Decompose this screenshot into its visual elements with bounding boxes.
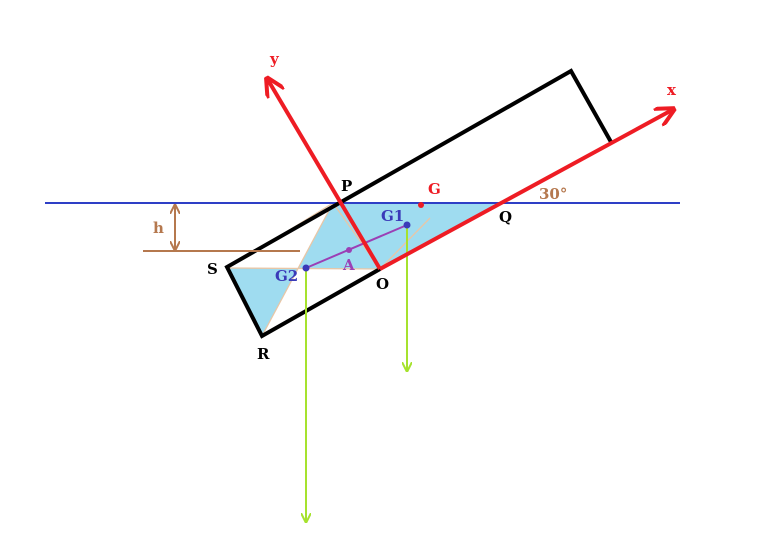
point-g (418, 202, 424, 208)
label-g2: G2 (275, 267, 298, 285)
label-angle: 30° (539, 185, 567, 203)
label-y-axis: y (269, 50, 280, 68)
label-q: Q (499, 208, 512, 226)
label-r: R (257, 345, 270, 363)
hull-outline (224, 68, 613, 339)
label-a: A (342, 256, 355, 274)
label-h: h (153, 219, 164, 237)
label-g1: G1 (381, 207, 404, 225)
label-g: G (428, 180, 441, 198)
x-axis (379, 110, 672, 271)
point-g1 (403, 221, 411, 229)
y-axis (268, 80, 382, 271)
label-x-axis: x (667, 81, 677, 99)
submerged-region (228, 203, 500, 336)
label-s: S (207, 260, 218, 278)
label-p: P (341, 177, 352, 195)
centroid-link (305, 224, 408, 269)
point-g2 (302, 264, 310, 272)
point-a (346, 247, 352, 253)
h-dimension-marker (143, 206, 300, 252)
label-o: O (376, 275, 389, 293)
